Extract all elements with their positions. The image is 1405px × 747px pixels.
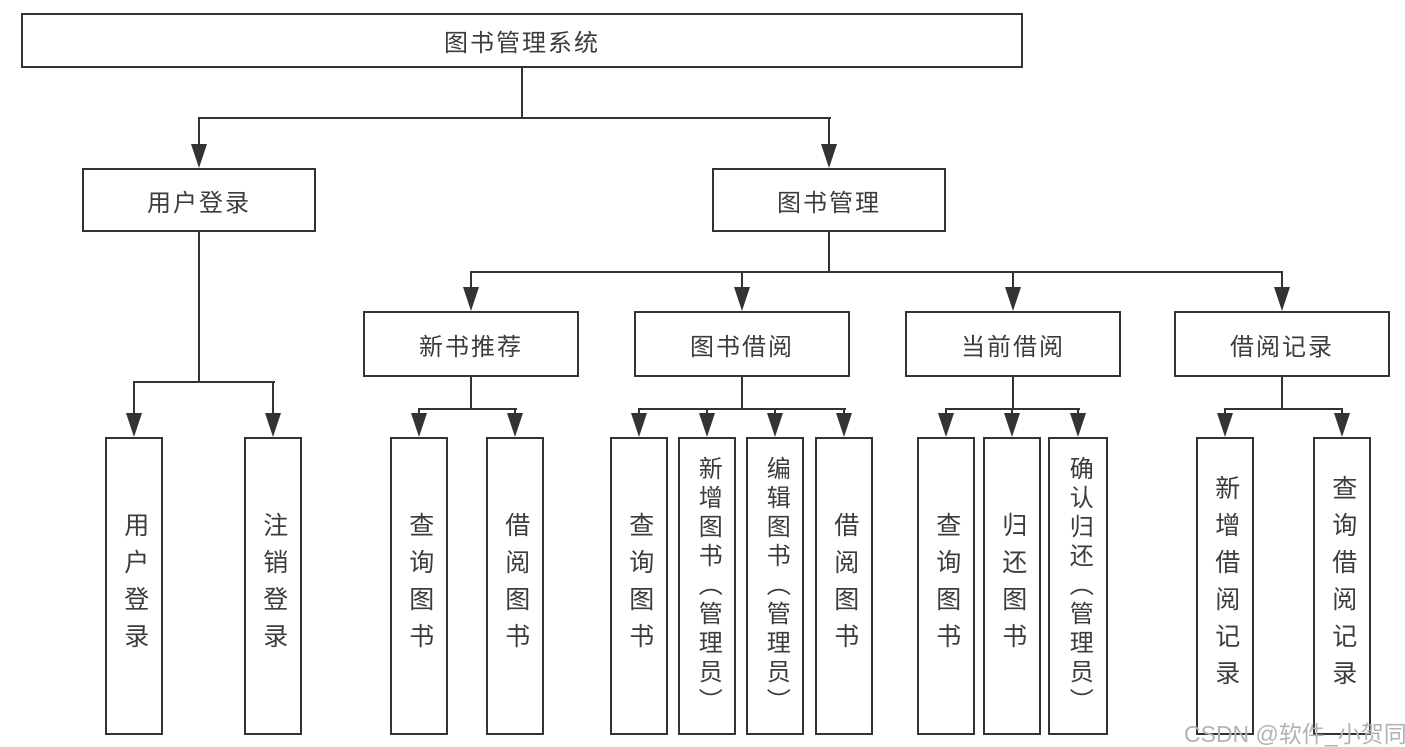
leaf-query-books-current: 查询图书	[917, 437, 975, 735]
node-book-borrowing: 图书借阅	[634, 311, 850, 377]
connector-arrowhead	[1334, 413, 1350, 437]
node-current-borrowing-label: 当前借阅	[961, 333, 1065, 361]
connector-line	[774, 408, 776, 417]
leaf-add-books-admin-label: 新增图书（管理员）	[694, 455, 722, 717]
connector-arrowhead	[699, 413, 715, 437]
connector-arrowhead	[126, 413, 142, 437]
leaf-return-books: 归还图书	[983, 437, 1041, 735]
connector-line	[828, 117, 830, 146]
node-book-management: 图书管理	[712, 168, 946, 232]
connector-arrowhead	[631, 413, 647, 437]
leaf-confirm-return-admin: 确认归还（管理员）	[1048, 437, 1108, 735]
leaf-edit-books-admin: 编辑图书（管理员）	[746, 437, 804, 735]
node-borrowing-records-label: 借阅记录	[1230, 333, 1334, 361]
connector-line	[1281, 271, 1283, 289]
node-new-book-recommendation: 新书推荐	[363, 311, 579, 377]
connector-arrowhead	[1217, 413, 1233, 437]
connector-line	[945, 408, 947, 417]
connector-arrowhead	[191, 144, 207, 168]
connector-line	[843, 408, 845, 417]
connector-line	[198, 117, 831, 119]
connector-line	[741, 271, 743, 289]
connector-arrowhead	[1004, 413, 1020, 437]
connector-line	[1011, 408, 1013, 417]
leaf-user-login-label: 用户登录	[120, 512, 149, 660]
leaf-borrow-books: 借阅图书	[815, 437, 873, 735]
node-user-login: 用户登录	[82, 168, 316, 232]
leaf-logout: 注销登录	[244, 437, 302, 735]
connector-line	[133, 381, 275, 383]
connector-line	[418, 408, 420, 417]
connector-line	[1341, 408, 1343, 417]
leaf-user-login: 用户登录	[105, 437, 163, 735]
leaf-add-borrow-record: 新增借阅记录	[1196, 437, 1254, 735]
connector-line	[418, 408, 517, 410]
leaf-query-borrow-record-label: 查询借阅记录	[1328, 475, 1357, 697]
connector-arrowhead	[821, 144, 837, 168]
leaf-add-borrow-record-label: 新增借阅记录	[1211, 475, 1240, 697]
connector-arrowhead	[265, 413, 281, 437]
leaf-return-books-label: 归还图书	[998, 512, 1027, 660]
connector-arrowhead	[836, 413, 852, 437]
node-user-login-label: 用户登录	[147, 189, 251, 217]
connector-line	[1224, 408, 1343, 410]
leaf-query-books-borrowing-label: 查询图书	[625, 512, 654, 660]
leaf-query-borrow-record: 查询借阅记录	[1313, 437, 1371, 735]
leaf-query-books-recommend-label: 查询图书	[405, 512, 434, 660]
connector-arrowhead	[1005, 287, 1021, 311]
node-book-borrowing-label: 图书借阅	[690, 333, 794, 361]
connector-line	[514, 408, 516, 417]
connector-arrowhead	[1274, 287, 1290, 311]
connector-arrowhead	[1070, 413, 1086, 437]
leaf-query-books-recommend: 查询图书	[390, 437, 448, 735]
connector-line	[470, 271, 1283, 273]
connector-arrowhead	[734, 287, 750, 311]
leaf-borrow-books-recommend: 借阅图书	[486, 437, 544, 735]
connector-line	[272, 381, 274, 415]
node-library-management-system-label: 图书管理系统	[444, 30, 600, 57]
connector-line	[1224, 408, 1226, 417]
leaf-logout-label: 注销登录	[259, 512, 288, 660]
connector-line	[198, 232, 200, 381]
connector-line	[133, 381, 135, 415]
leaf-query-books-current-label: 查询图书	[932, 512, 961, 660]
leaf-add-books-admin: 新增图书（管理员）	[678, 437, 736, 735]
connector-line	[1281, 377, 1283, 408]
leaf-edit-books-admin-label: 编辑图书（管理员）	[762, 455, 790, 717]
connector-arrowhead	[463, 287, 479, 311]
node-library-management-system: 图书管理系统	[21, 13, 1023, 68]
node-book-management-label: 图书管理	[777, 189, 881, 217]
leaf-borrow-books-recommend-label: 借阅图书	[501, 512, 530, 660]
watermark: CSDN @软件_小贺同学	[1184, 721, 1405, 747]
connector-arrowhead	[411, 413, 427, 437]
connector-arrowhead	[938, 413, 954, 437]
node-new-book-recommendation-label: 新书推荐	[419, 333, 523, 361]
connector-line	[470, 377, 472, 408]
connector-line	[521, 68, 523, 117]
connector-line	[638, 408, 640, 417]
node-borrowing-records: 借阅记录	[1174, 311, 1390, 377]
connector-line	[741, 377, 743, 408]
connector-line	[198, 117, 200, 146]
connector-line	[470, 271, 472, 289]
connector-line	[638, 408, 846, 410]
node-current-borrowing: 当前借阅	[905, 311, 1121, 377]
leaf-borrow-books-label: 借阅图书	[830, 512, 859, 660]
connector-line	[706, 408, 708, 417]
connector-arrowhead	[507, 413, 523, 437]
connector-line	[1077, 408, 1079, 417]
connector-line	[828, 232, 830, 271]
leaf-query-books-borrowing: 查询图书	[610, 437, 668, 735]
connector-line	[1012, 271, 1014, 289]
leaf-confirm-return-admin-label: 确认归还（管理员）	[1065, 455, 1093, 717]
connector-arrowhead	[767, 413, 783, 437]
connector-line	[1012, 377, 1014, 408]
